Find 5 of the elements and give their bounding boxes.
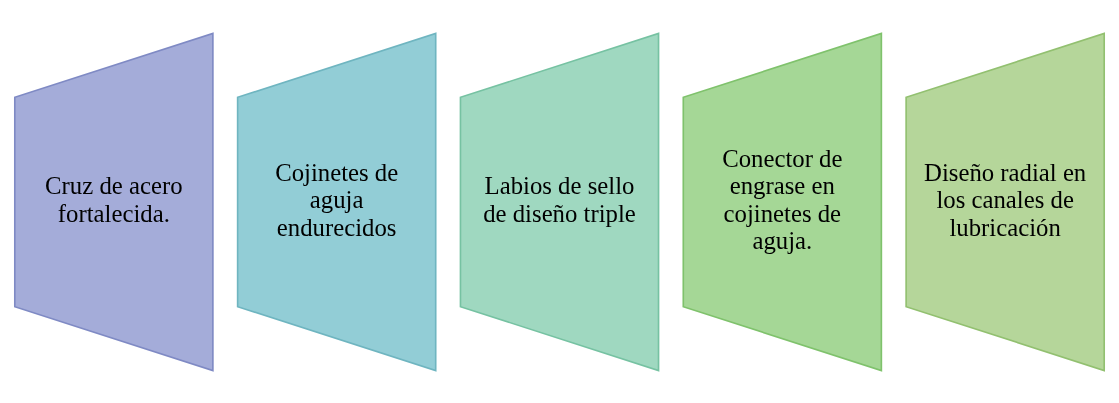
node-box: Diseño radial en los canales de lubricación (905, 31, 1106, 372)
node-box: Cruz de acero fortalecida. (13, 31, 214, 372)
node-box: Conector de engrase en cojinetes de aguja. (682, 31, 883, 372)
node-box: Labios de sello de diseño triple (459, 31, 660, 372)
node-box: Cojinetes de aguja endurecidos (236, 31, 437, 372)
